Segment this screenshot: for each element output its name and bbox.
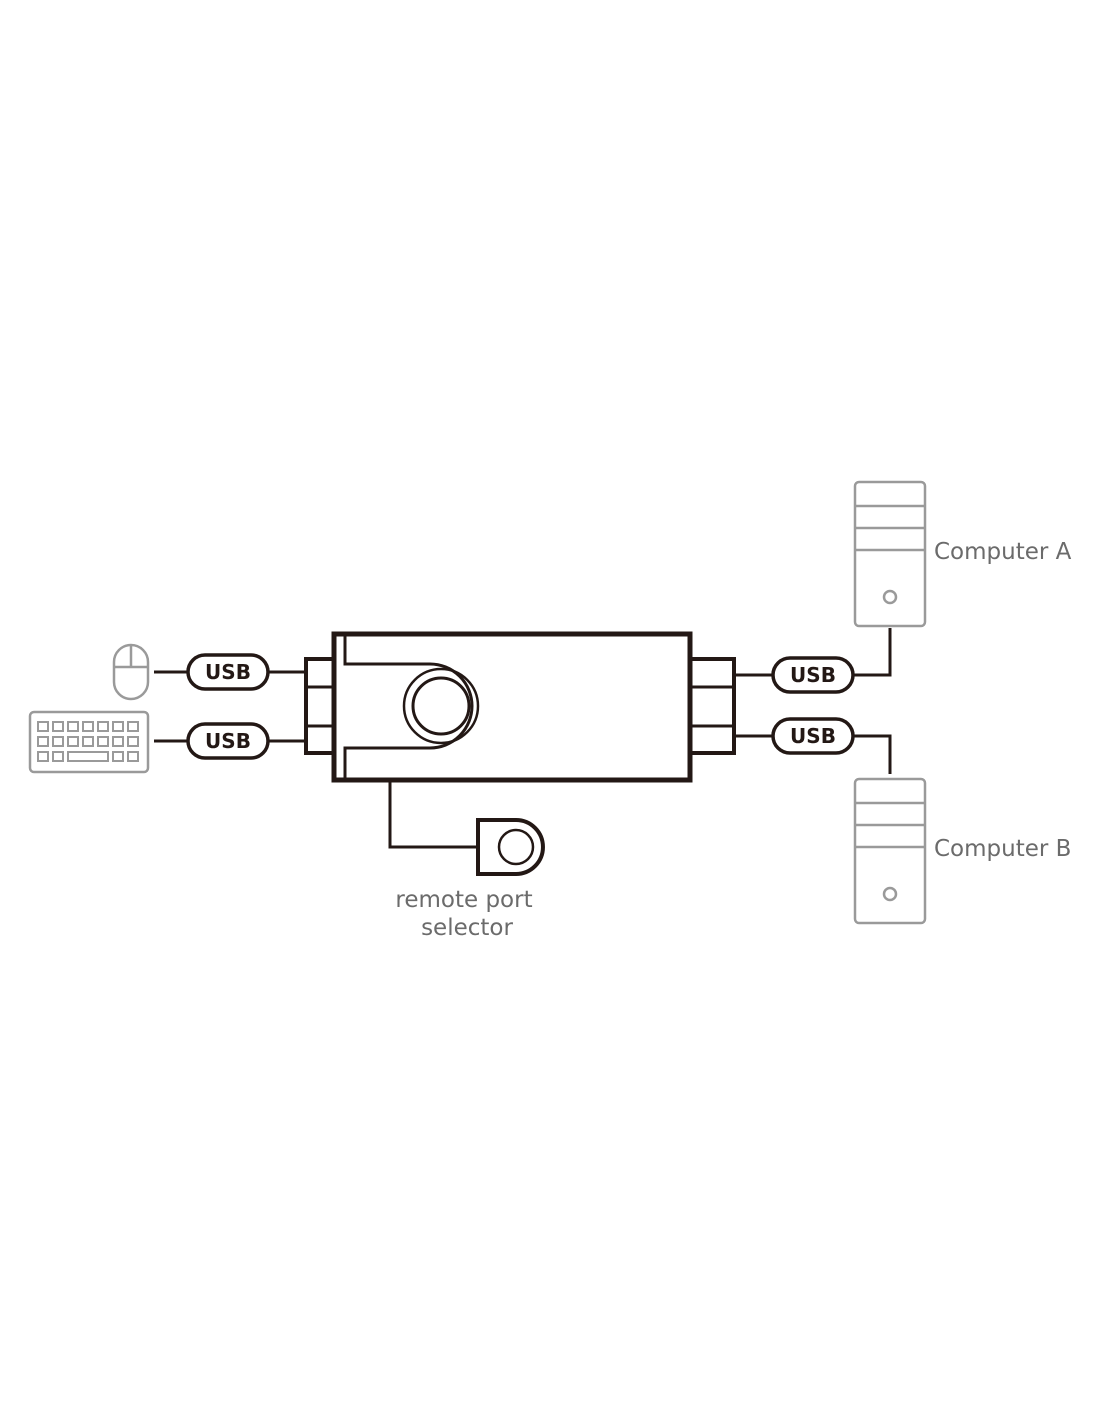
remote-button-icon — [476, 818, 545, 876]
keyboard-key — [67, 721, 79, 732]
switch-body — [331, 631, 693, 783]
remote-selector-label-line1: remote port — [395, 887, 532, 913]
keyboard-key — [67, 736, 79, 747]
cables — [154, 628, 892, 849]
switch-button-outer-ring — [402, 667, 480, 745]
keyboard-key — [127, 736, 139, 747]
keyboard-key — [37, 736, 49, 747]
remote-selector-cable — [388, 780, 478, 849]
usb-label: USB — [790, 724, 836, 748]
kvm-switch-icon — [304, 631, 736, 783]
keyboard-key — [97, 721, 109, 732]
usb-badge-keyboard: USB — [186, 722, 270, 760]
keyboard-key — [67, 751, 109, 762]
switch-button — [411, 676, 471, 736]
keyboard-key — [127, 751, 139, 762]
usb-badge-computer-b: USB — [771, 717, 855, 755]
switch-button-recess — [343, 636, 474, 778]
keyboard-key — [52, 721, 64, 732]
keyboard-key — [112, 736, 124, 747]
computer-tower-icon — [853, 777, 927, 925]
computer-a-cable — [853, 628, 892, 677]
mouse-icon — [112, 643, 150, 701]
usb-badge-mouse: USB — [186, 653, 270, 691]
switch-left-connector — [304, 657, 336, 755]
usb-label: USB — [790, 663, 836, 687]
keyboard-key — [52, 751, 64, 762]
computer-tower-icon — [853, 480, 927, 628]
keyboard-key — [52, 736, 64, 747]
keyboard-key — [112, 751, 124, 762]
computer-b-label: Computer B — [934, 836, 1071, 862]
usb-badge-computer-a: USB — [771, 656, 855, 694]
computer-b-cable — [853, 734, 892, 774]
keyboard-key — [37, 721, 49, 732]
usb-label: USB — [205, 660, 251, 684]
computer-a-label: Computer A — [934, 539, 1072, 565]
switch-right-connector — [688, 657, 736, 755]
keyboard-key — [97, 736, 109, 747]
usb-label: USB — [205, 729, 251, 753]
keyboard-key — [82, 736, 94, 747]
keyboard-key — [112, 721, 124, 732]
remote-selector-label-line2: selector — [421, 915, 513, 941]
keyboard-key — [127, 721, 139, 732]
keyboard-key — [82, 721, 94, 732]
keyboard-icon — [28, 710, 150, 774]
keyboard-key — [37, 751, 49, 762]
